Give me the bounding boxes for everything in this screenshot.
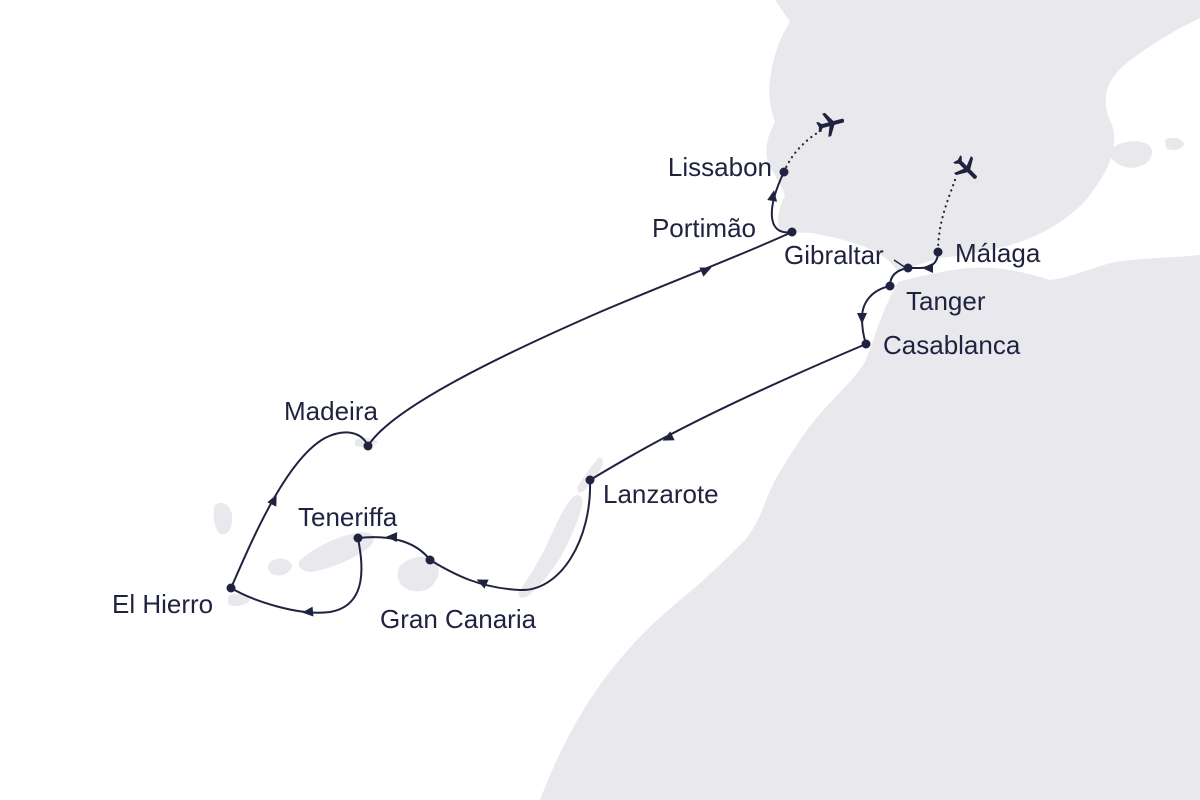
port-dot-tanger [885,281,895,291]
port-dot-lanzarote [585,475,595,485]
label-teneriffa: Teneriffa [298,502,398,532]
label-lissabon: Lissabon [668,152,772,182]
arrow-casablanca-lanzarote [662,431,675,441]
route-portimao-lissabon [770,171,793,234]
port-dots [226,167,943,593]
route-madeira-portimao [367,231,793,447]
port-dot-gran-canaria [425,555,435,565]
arrow-el-hierro-madeira [267,494,277,507]
port-dot-teneriffa [353,533,363,543]
label-lanzarote: Lanzarote [603,479,719,509]
airplane-departure-icon [816,112,845,137]
africa-landmass [540,255,1200,800]
island-gran-canaria [397,556,439,592]
balearic-menorca [1165,137,1184,151]
route-lanzarote-gran-canaria [429,479,592,592]
port-dot-casablanca [861,339,871,349]
port-dot-malaga [933,247,943,257]
port-dot-gibraltar [903,263,913,273]
arrow-madeira-portimao [699,267,712,277]
port-dot-portimao [787,227,797,237]
label-malaga: Málaga [955,238,1041,268]
route-teneriffa-el-hierro [230,537,363,614]
port-dot-lissabon [779,167,789,177]
balearic-ibiza [1080,182,1094,193]
island-la-gomera [267,558,292,576]
direction-arrows [267,190,933,617]
arrow-lanzarote-gran-canaria [476,579,489,589]
arrow-malaga-gibraltar [922,263,933,273]
label-gran-canaria: Gran Canaria [380,604,537,634]
flight-departure-line [782,128,824,174]
route-layer [230,128,957,614]
flight-arrival-line [936,178,957,254]
label-casablanca: Casablanca [883,330,1021,360]
label-tanger: Tanger [906,286,986,316]
route-el-hierro-madeira [230,431,369,589]
arrow-teneriffa-el-hierro [302,606,314,617]
port-dot-el-hierro [226,583,236,593]
island-lanzarote [577,457,603,493]
island-la-palma [213,502,233,535]
route-casablanca-lanzarote [589,343,867,481]
port-labels: Lissabon Portimão Gibraltar Málaga Tange… [112,152,1041,634]
airplane-arrival-icon [953,155,977,179]
balearic-mallorca [1109,141,1153,168]
label-el-hierro: El Hierro [112,589,213,619]
arrow-tanger-casablanca [857,313,867,324]
iberia-landmass [766,0,1200,272]
arrow-portimao-lissabon [767,190,778,202]
arrow-gran-canaria-teneriffa [386,532,398,543]
label-madeira: Madeira [284,396,378,426]
land-layer [213,0,1200,800]
label-portimao: Portimão [652,213,756,243]
island-tenerife [298,532,374,572]
route-gran-canaria-teneriffa [357,536,431,561]
label-gibraltar: Gibraltar [784,240,884,270]
island-fuerteventura [518,495,583,598]
island-el-hierro [228,593,250,607]
port-dot-madeira [363,441,373,451]
